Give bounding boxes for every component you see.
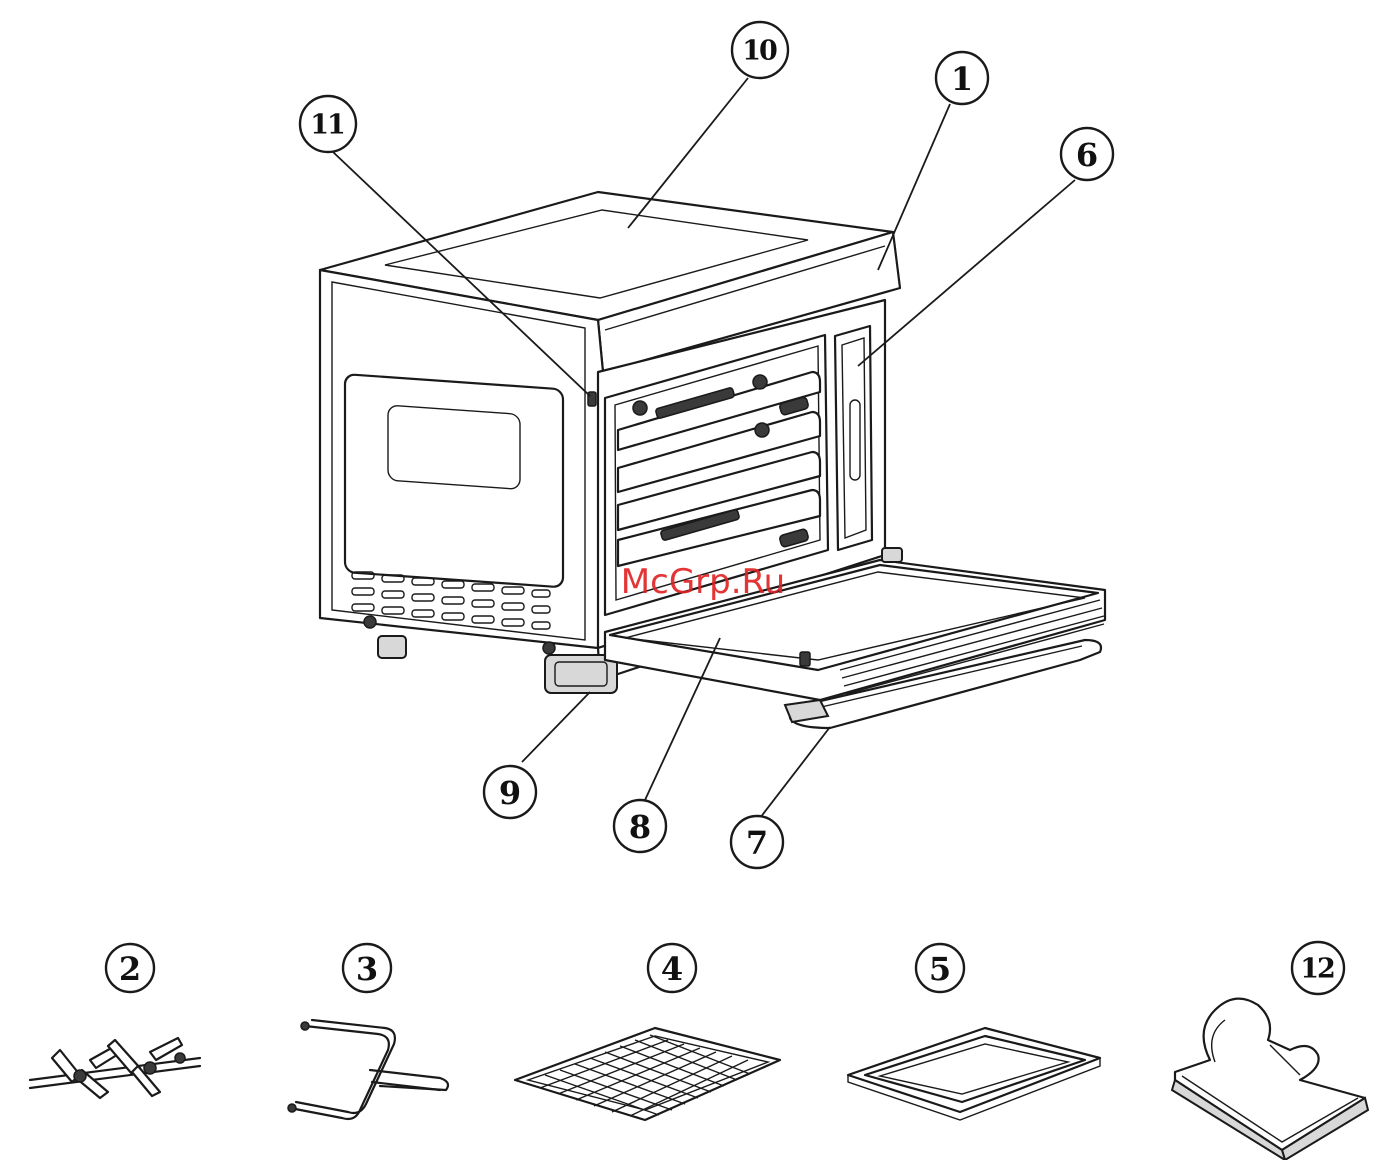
- oven-illustration: [320, 192, 1105, 728]
- callout-6: 6: [1061, 128, 1113, 180]
- wire-rack-illustration: [515, 1028, 780, 1120]
- callout-10: 10: [732, 22, 788, 78]
- callout-2-label: 2: [119, 950, 141, 988]
- callout-11-label: 11: [310, 110, 344, 141]
- callout-3-label: 3: [356, 950, 378, 988]
- callout-11: 11: [300, 96, 356, 152]
- callout-8: 8: [614, 800, 666, 852]
- callout-6-label: 6: [1076, 136, 1098, 174]
- baking-tray-illustration: [848, 1028, 1100, 1120]
- callout-4-label: 4: [661, 950, 683, 988]
- oven-mitt-illustration: [1172, 999, 1368, 1160]
- callout-7-label: 7: [746, 824, 768, 862]
- callout-4: 4: [648, 944, 696, 992]
- callout-5: 5: [916, 944, 964, 992]
- callout-2: 2: [106, 944, 154, 992]
- watermark-text: McGrp.Ru: [621, 562, 785, 602]
- callout-9-label: 9: [499, 774, 521, 812]
- callout-12: 12: [1292, 942, 1344, 994]
- callout-5-label: 5: [929, 950, 951, 988]
- callout-7: 7: [731, 816, 783, 868]
- callout-12-label: 12: [1300, 954, 1334, 985]
- callout-8-label: 8: [629, 808, 651, 846]
- callout-9: 9: [484, 766, 536, 818]
- callout-10-label: 10: [742, 36, 777, 67]
- callout-3: 3: [343, 944, 391, 992]
- callout-1: 1: [936, 52, 988, 104]
- callout-1-label: 1: [951, 60, 973, 98]
- left-side-panel: [320, 270, 603, 658]
- rotisserie-skewer-illustration: [30, 1038, 200, 1098]
- rotisserie-lifter-illustration: [288, 1020, 448, 1119]
